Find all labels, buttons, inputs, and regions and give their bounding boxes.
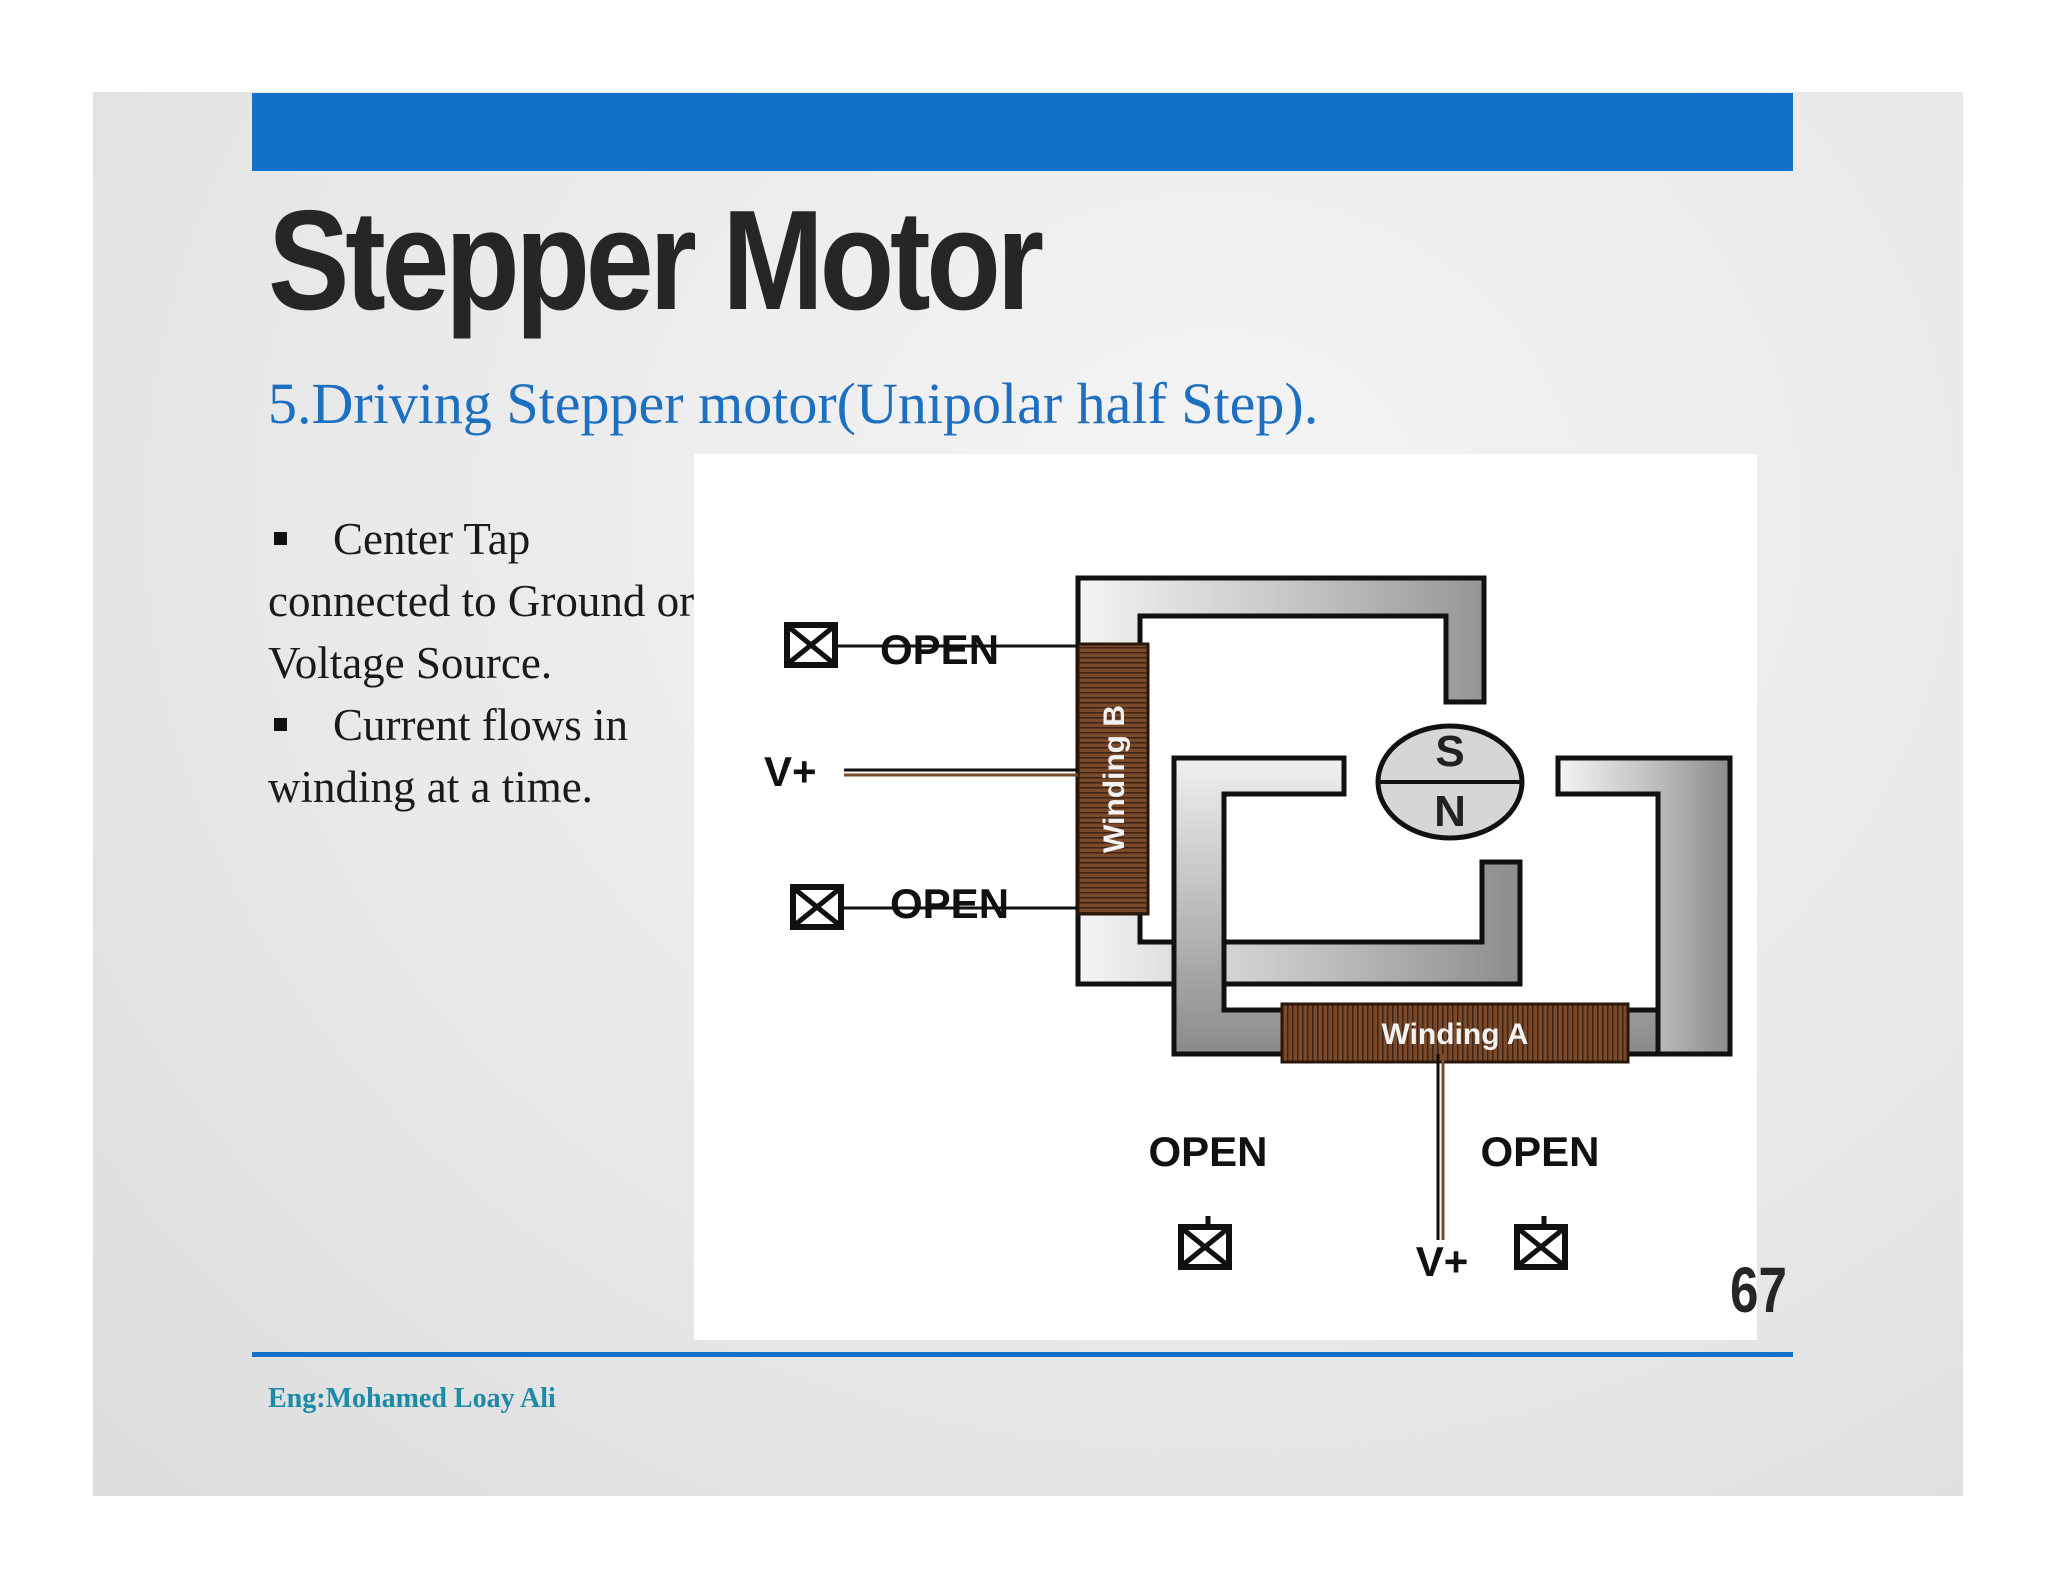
bullet-item: Center Tap connected to Ground or Voltag… <box>268 508 698 694</box>
footer-author: Eng:Mohamed Loay Ali <box>268 1383 556 1414</box>
bullet-square-icon <box>274 532 287 546</box>
footer-divider <box>252 1352 1793 1357</box>
bullet-text: Current flows in winding at a time. <box>268 700 628 812</box>
bullet-item: Current flows in winding at a time. <box>268 694 698 818</box>
rotor: S N <box>1375 723 1525 841</box>
slide-subtitle: 5.Driving Stepper motor(Unipolar half St… <box>268 371 1319 436</box>
stator-b-core <box>1075 575 1523 987</box>
page-title: Stepper Motor <box>268 181 1044 340</box>
rotor-south-label: S <box>1435 727 1464 776</box>
open-switch-icon <box>793 887 841 927</box>
winding-a-label: Winding A <box>1382 1018 1529 1051</box>
winding-a-right-state: OPEN <box>1480 1128 1599 1175</box>
winding-b-bottom-state: OPEN <box>890 880 1009 927</box>
winding-b-coil <box>1076 642 1150 916</box>
bullet-list: Center Tap connected to Ground or Voltag… <box>268 508 698 818</box>
header-accent-bar <box>252 93 1793 171</box>
stepper-diagram-svg: S N Winding B Winding A OPEN V+ OPEN OPE… <box>764 575 1733 1285</box>
winding-a-center-vplus: V+ <box>1416 1238 1469 1285</box>
open-switch-icon <box>787 625 835 665</box>
stator-a-right-arm <box>1555 755 1733 1057</box>
bullet-square-icon <box>274 718 287 732</box>
winding-a-left-state: OPEN <box>1148 1128 1267 1175</box>
winding-b-center-vplus: V+ <box>764 748 817 795</box>
winding-a-coil <box>1280 1002 1630 1064</box>
stepper-diagram: S N Winding B Winding A OPEN V+ OPEN OPE… <box>694 454 1757 1340</box>
open-switch-icon <box>1181 1227 1229 1267</box>
winding-b-top-state: OPEN <box>880 626 999 673</box>
page-number: 67 <box>1730 1254 1787 1326</box>
winding-b-label: Winding B <box>1098 705 1131 853</box>
open-switch-icon <box>1517 1227 1565 1267</box>
rotor-north-label: N <box>1434 787 1466 836</box>
bullet-text: Center Tap connected to Ground or Voltag… <box>268 514 695 688</box>
